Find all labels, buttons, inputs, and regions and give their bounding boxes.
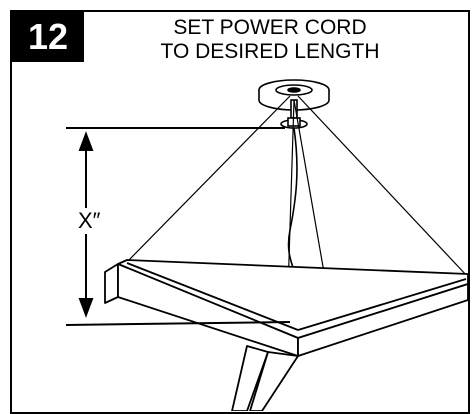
- step-title-line-2: TO DESIRED LENGTH: [160, 40, 380, 63]
- step-title: SET POWER CORD TO DESIRED LENGTH: [100, 16, 440, 64]
- dimension-label: X″: [77, 208, 102, 234]
- step-number-badge: 12: [12, 12, 84, 62]
- step-title-line-1: SET POWER CORD: [173, 16, 367, 39]
